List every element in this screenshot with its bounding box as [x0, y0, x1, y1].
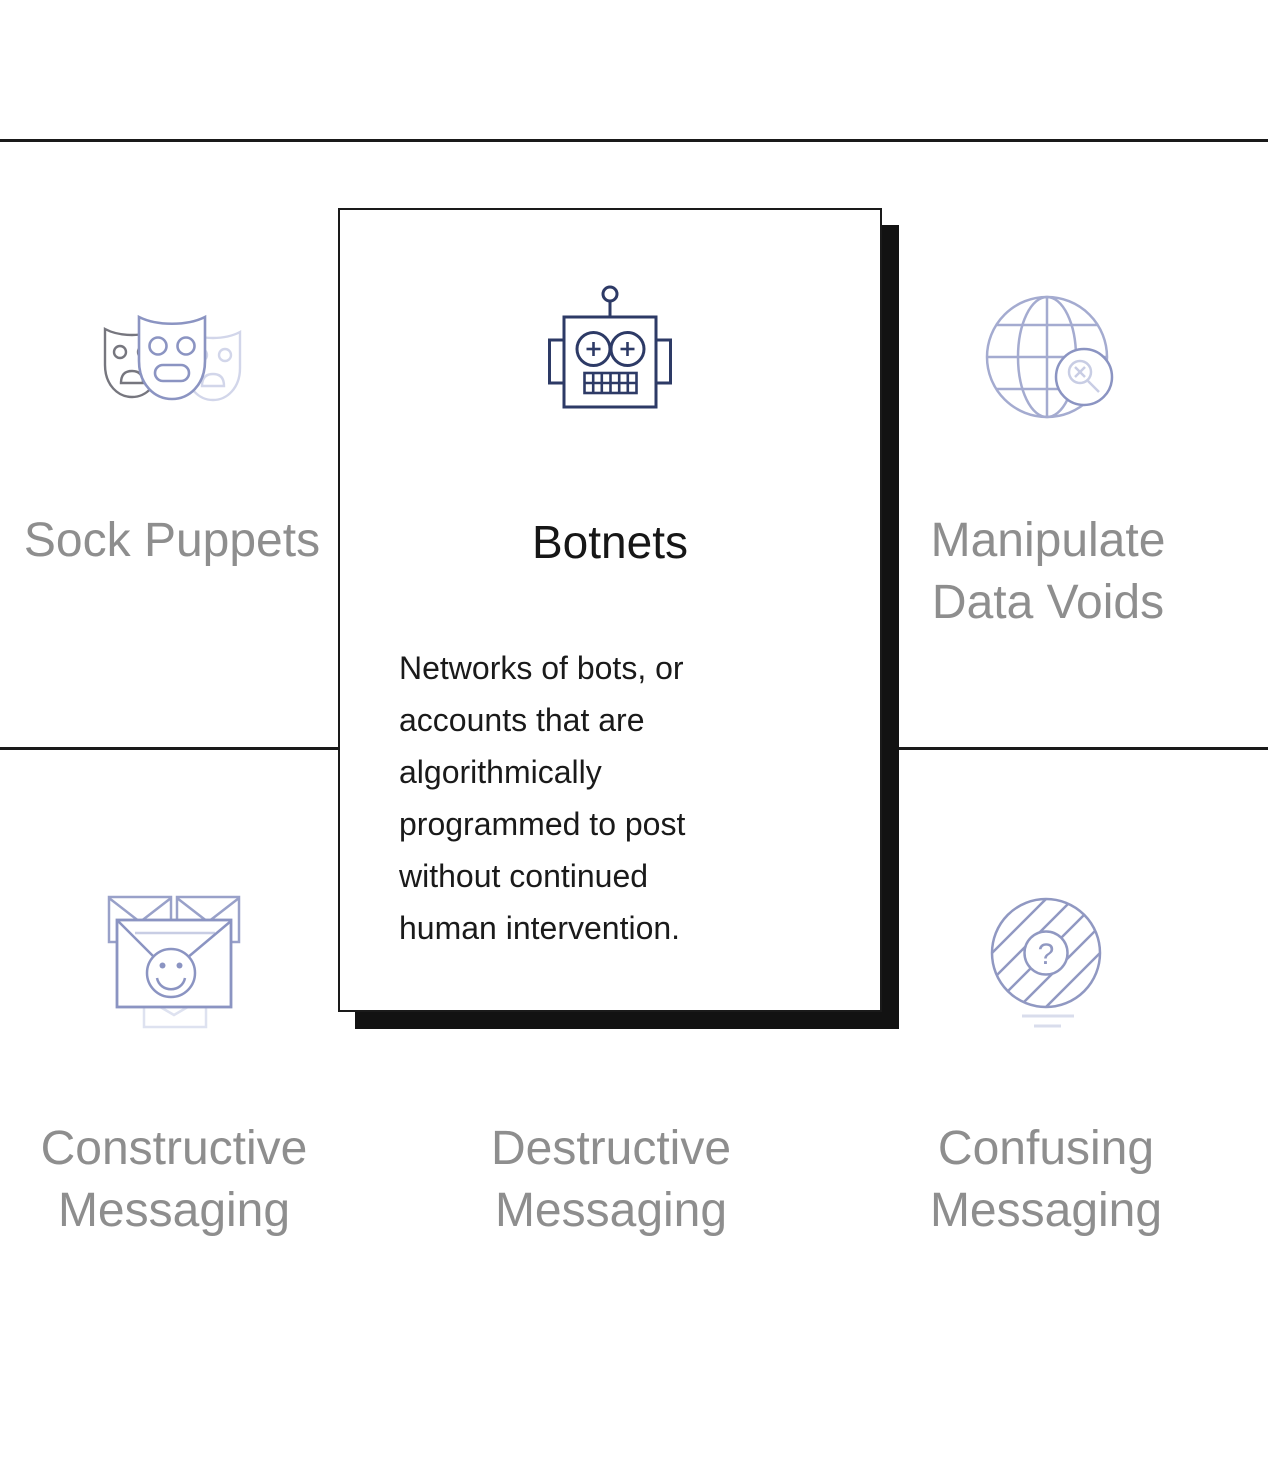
robot-icon [548, 285, 672, 409]
cell-label-destructive-messaging: Destructive Messaging [391, 1118, 831, 1242]
theater-masks-icon [103, 314, 242, 402]
label-line: Confusing [937, 1122, 1155, 1175]
description-line: accounts that are [399, 702, 645, 738]
cell-label-sock-puppets: Sock Puppets [0, 510, 344, 572]
description-line: without continued [399, 858, 649, 894]
cell-label-manipulate-data-voids: Manipulate Data Voids [828, 510, 1268, 634]
envelopes-smiley-icon [107, 895, 241, 1029]
popup-title: Botnets [532, 516, 688, 568]
description-line: algorithmically [399, 754, 602, 790]
cell-label-confusing-messaging: Confusing Messaging [826, 1118, 1266, 1242]
label-line: Messaging [494, 1184, 728, 1237]
globe-search-icon [985, 295, 1114, 419]
cell-label-constructive-messaging: Constructive Messaging [0, 1118, 348, 1242]
popup-description: Networks of bots, or accounts that are a… [399, 642, 685, 954]
botnets-popup-card[interactable]: Botnets Networks of bots, or accounts th… [338, 208, 882, 1012]
label-line: Messaging [929, 1184, 1163, 1237]
top-divider-line [0, 139, 1268, 142]
label-line: Manipulate [930, 514, 1166, 567]
description-line: Networks of bots, or [399, 650, 684, 686]
cell-constructive-messaging[interactable]: Constructive Messaging [0, 750, 348, 1350]
cell-confusing-messaging[interactable]: ? Confusing Messaging [826, 750, 1266, 1350]
hatched-circle-question-icon: ? [990, 897, 1102, 1028]
label-line: Data Voids [931, 576, 1165, 629]
cell-sock-puppets[interactable]: Sock Puppets [0, 142, 344, 746]
label-line: Constructive [40, 1122, 308, 1175]
label-line: Sock Puppets [23, 514, 321, 567]
cell-manipulate-data-voids[interactable]: Manipulate Data Voids [828, 142, 1268, 746]
description-line: programmed to post [399, 806, 686, 842]
label-line: Messaging [57, 1184, 291, 1237]
cell-destructive-messaging[interactable]: Destructive Messaging [391, 750, 831, 1350]
question-mark-glyph: ? [1038, 938, 1055, 971]
label-line: Destructive [490, 1122, 732, 1175]
description-line: human intervention. [399, 910, 681, 946]
